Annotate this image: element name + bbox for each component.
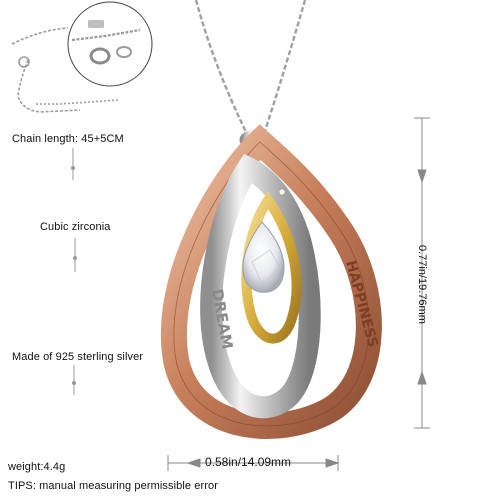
label-markers xyxy=(71,148,77,395)
stone-label: Cubic zirconia xyxy=(40,221,111,233)
chain-length-label: Chain length: 45+5CM xyxy=(12,133,124,145)
chain xyxy=(194,0,307,141)
height-dimension-label: 0.77in/19.76mm xyxy=(416,245,428,324)
width-dimension-line xyxy=(167,455,340,471)
tips-label: TIPS: manual measuring permissible error xyxy=(8,480,219,492)
weight-label: weight:4.4g xyxy=(8,461,66,473)
pendant xyxy=(160,124,382,439)
clasp-inset xyxy=(67,1,153,87)
width-dimension-label: 0.58in/14.09mm xyxy=(205,455,292,469)
height-dimension-line xyxy=(414,117,430,429)
chain-extender xyxy=(11,27,119,113)
material-label: Made of 925 sterling silver xyxy=(12,351,144,363)
